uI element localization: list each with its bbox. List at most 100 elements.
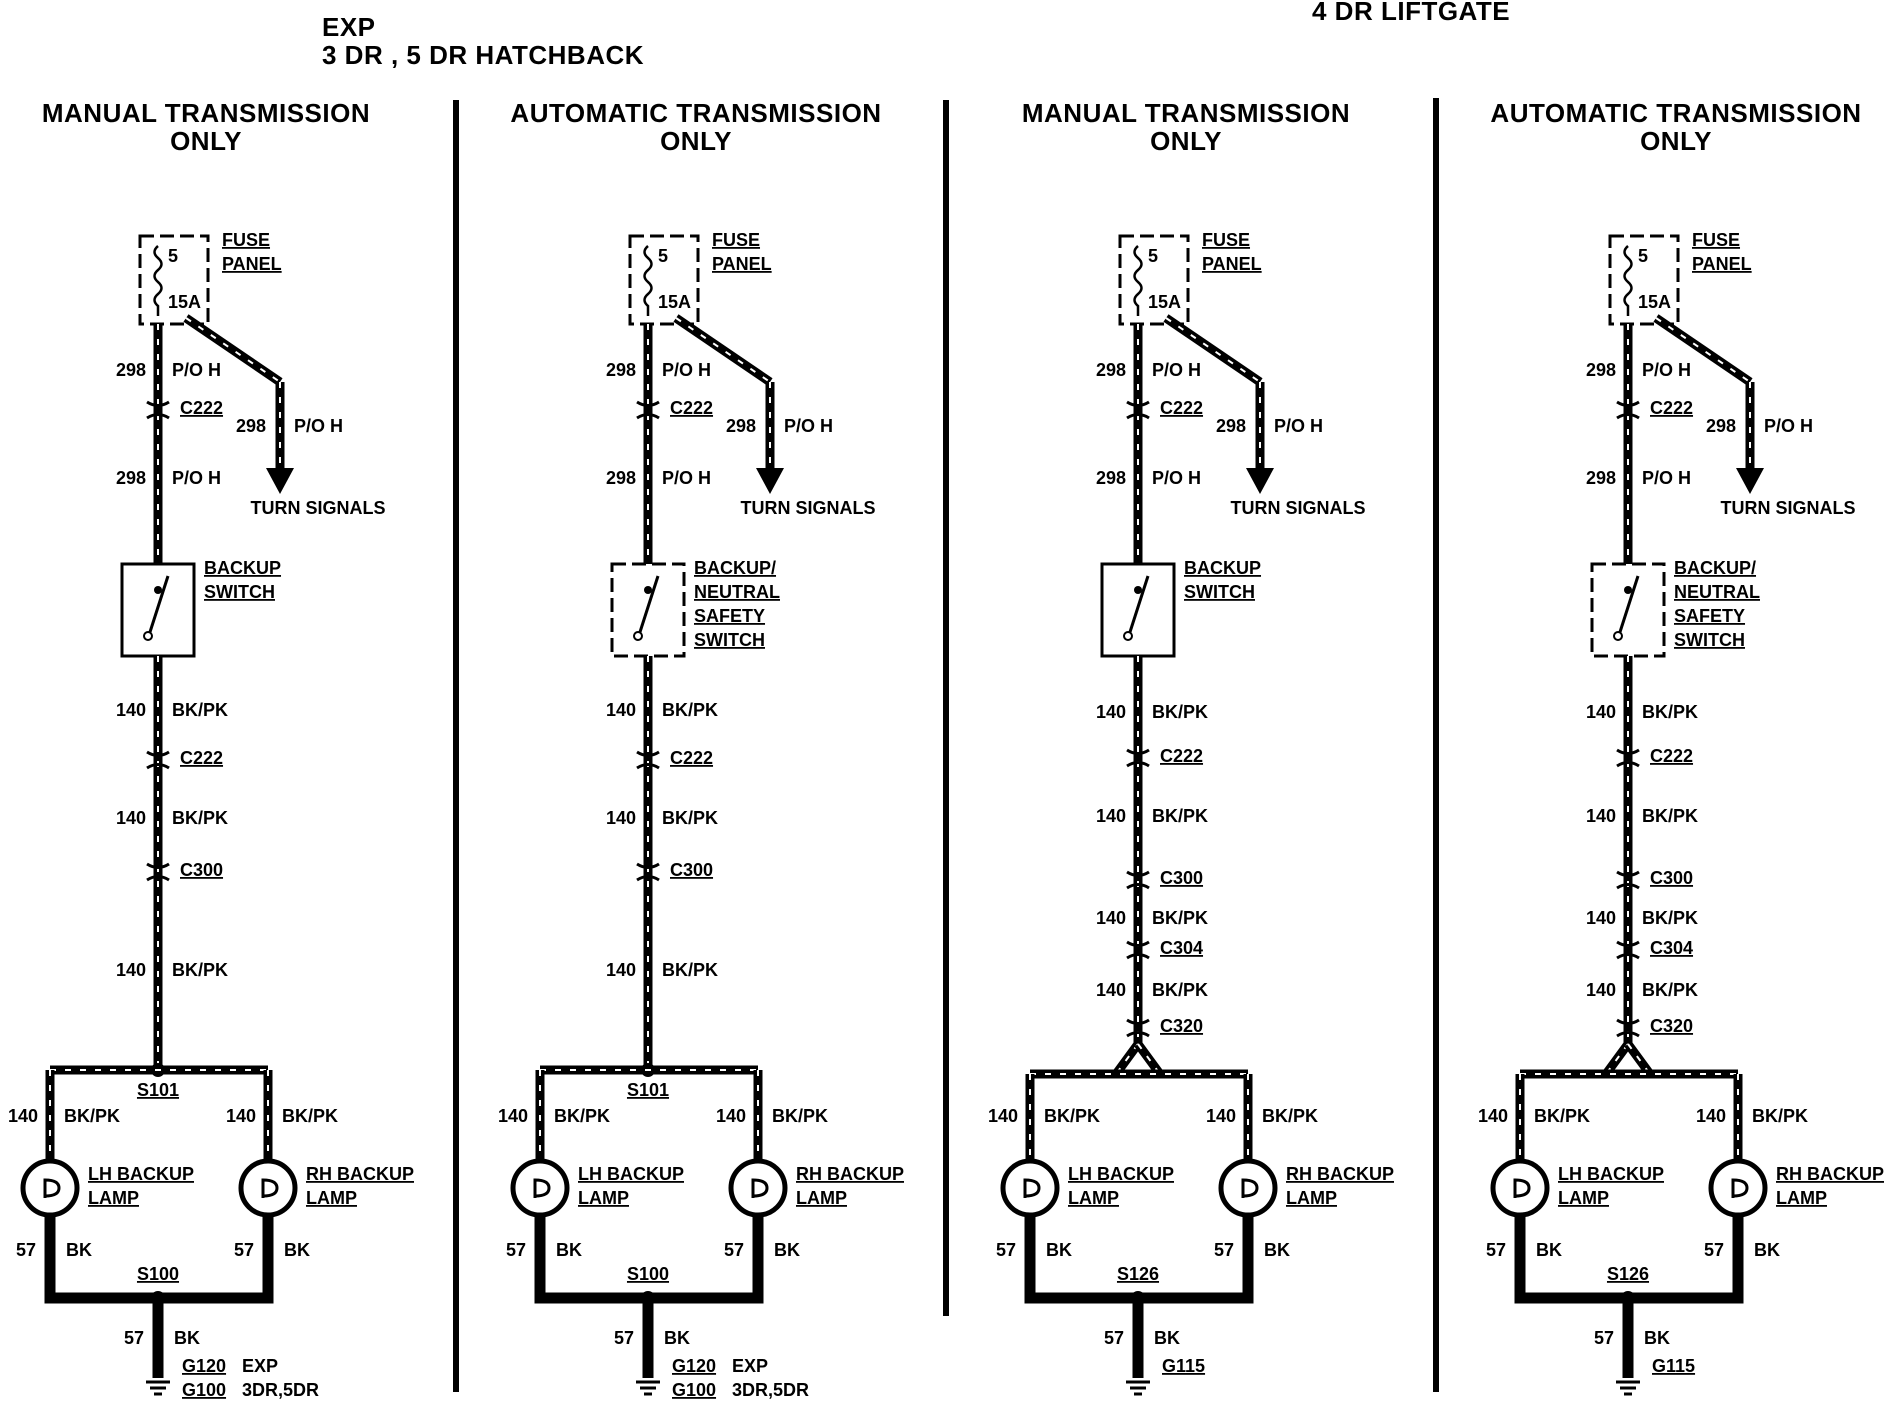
splice-label: S126 bbox=[1607, 1264, 1649, 1284]
header-body-styles-label: 3 DR , 5 DR HATCHBACK bbox=[322, 40, 644, 70]
connector-symbol bbox=[1616, 748, 1640, 768]
connector-arc bbox=[146, 750, 170, 757]
connector-label: C300 bbox=[180, 860, 223, 880]
lamp-label: LH BACKUP bbox=[578, 1164, 684, 1184]
fuse-icon bbox=[643, 245, 653, 316]
fuse-rating: 15A bbox=[1148, 292, 1181, 312]
header-liftgate-label: 4 DR LIFTGATE bbox=[1312, 0, 1510, 26]
wire-color: BK bbox=[1754, 1240, 1780, 1260]
wire-number: 140 bbox=[1096, 980, 1126, 1000]
wire-number: 140 bbox=[1096, 908, 1126, 928]
wire-color: P/O H bbox=[294, 416, 343, 436]
lamp-outline bbox=[1218, 1158, 1278, 1218]
fuse-label-line2: PANEL bbox=[222, 254, 282, 274]
connector-symbol bbox=[636, 750, 660, 770]
turn-signal-arrow-icon bbox=[1736, 468, 1764, 494]
splice-label: S100 bbox=[137, 1264, 179, 1284]
wire-color: P/O H bbox=[784, 416, 833, 436]
switch-contact bbox=[633, 631, 643, 641]
wire-number: 298 bbox=[606, 360, 636, 380]
wire-number: 140 bbox=[606, 960, 636, 980]
lamp-label-line2: LAMP bbox=[796, 1188, 847, 1208]
wire-stripe bbox=[1655, 317, 1751, 383]
wire-color: BK/PK bbox=[662, 960, 718, 980]
connector-symbol bbox=[1616, 400, 1640, 420]
connector-arc bbox=[1126, 748, 1150, 755]
connector-arc bbox=[1616, 413, 1640, 420]
connector-symbol bbox=[636, 862, 660, 882]
switch-contact bbox=[143, 631, 153, 641]
connector-arc bbox=[1616, 1018, 1640, 1025]
fuse-label: FUSE bbox=[712, 230, 760, 250]
wire-number: 140 bbox=[116, 960, 146, 980]
lamp-label-line2: LAMP bbox=[306, 1188, 357, 1208]
connector-label: C300 bbox=[1650, 868, 1693, 888]
fuse-panel-box bbox=[628, 234, 700, 326]
wire-color: BK/PK bbox=[1642, 702, 1698, 722]
wire-color: BK/PK bbox=[172, 700, 228, 720]
fuse-label: FUSE bbox=[1202, 230, 1250, 250]
ground-code: G120 bbox=[182, 1356, 226, 1376]
connector-arc bbox=[1126, 953, 1150, 960]
switch-label-line: NEUTRAL bbox=[1674, 582, 1760, 602]
lamp-label-line2: LAMP bbox=[1068, 1188, 1119, 1208]
wire-stripe bbox=[1137, 1043, 1161, 1075]
turn-signal-arrow-icon bbox=[1246, 468, 1274, 494]
wire-color: BK bbox=[1536, 1240, 1562, 1260]
wire-color: BK bbox=[1154, 1328, 1180, 1348]
lamp-outline bbox=[238, 1158, 298, 1218]
lamp-outline bbox=[20, 1158, 80, 1218]
fuse-icon bbox=[153, 245, 163, 316]
wire-color: BK/PK bbox=[282, 1106, 338, 1126]
connector-label: C222 bbox=[1160, 398, 1203, 418]
wire-color: BK bbox=[556, 1240, 582, 1260]
switch-label-line: SAFETY bbox=[694, 606, 765, 626]
lamp-bulb-icon bbox=[510, 1158, 570, 1218]
fuse-number: 5 bbox=[658, 246, 668, 266]
ground-icon bbox=[1616, 1380, 1640, 1396]
lamp-bulb-icon bbox=[238, 1158, 298, 1218]
wire-number: 140 bbox=[1478, 1106, 1508, 1126]
switch-arm-icon bbox=[638, 575, 660, 633]
fuse-rating: 15A bbox=[1638, 292, 1671, 312]
fuse-icon bbox=[1623, 245, 1633, 316]
wire-color: BK/PK bbox=[64, 1106, 120, 1126]
connector-arc bbox=[1126, 761, 1150, 768]
panel-title-line2: ONLY bbox=[1150, 126, 1222, 156]
wire-number: 140 bbox=[1586, 980, 1616, 1000]
connector-arc bbox=[146, 862, 170, 869]
wire-number: 298 bbox=[1586, 360, 1616, 380]
wire-color: BK/PK bbox=[662, 808, 718, 828]
connector-label: C320 bbox=[1160, 1016, 1203, 1036]
wire-number: 57 bbox=[1486, 1240, 1506, 1260]
wire-number: 140 bbox=[988, 1106, 1018, 1126]
wire-color: BK bbox=[664, 1328, 690, 1348]
connector-symbol bbox=[1126, 1018, 1150, 1038]
wire-number: 140 bbox=[1096, 702, 1126, 722]
lamp-outline bbox=[728, 1158, 788, 1218]
wire-color: BK/PK bbox=[554, 1106, 610, 1126]
lamp-bulb-icon bbox=[1000, 1158, 1060, 1218]
wire-color: BK bbox=[284, 1240, 310, 1260]
connector-arc bbox=[146, 875, 170, 882]
ground-note: 3DR,5DR bbox=[242, 1380, 319, 1400]
fuse-panel-box bbox=[1118, 234, 1190, 326]
lamp-filament bbox=[43, 1178, 61, 1198]
lamp-label-line2: LAMP bbox=[1776, 1188, 1827, 1208]
wire-number: 140 bbox=[116, 808, 146, 828]
switch-contact bbox=[1624, 586, 1632, 594]
connector-arc bbox=[1126, 1018, 1150, 1025]
wire-color: P/O H bbox=[1764, 416, 1813, 436]
wire-number: 57 bbox=[1214, 1240, 1234, 1260]
connector-arc bbox=[1126, 883, 1150, 890]
wire-number: 57 bbox=[234, 1240, 254, 1260]
lamp-bulb-icon bbox=[1708, 1158, 1768, 1218]
wire-number: 298 bbox=[116, 468, 146, 488]
panel-title: AUTOMATIC TRANSMISSION bbox=[510, 98, 881, 128]
fuse-rating: 15A bbox=[658, 292, 691, 312]
connector-arc bbox=[146, 400, 170, 407]
wire-color: P/O H bbox=[662, 360, 711, 380]
panel-title: AUTOMATIC TRANSMISSION bbox=[1490, 98, 1861, 128]
